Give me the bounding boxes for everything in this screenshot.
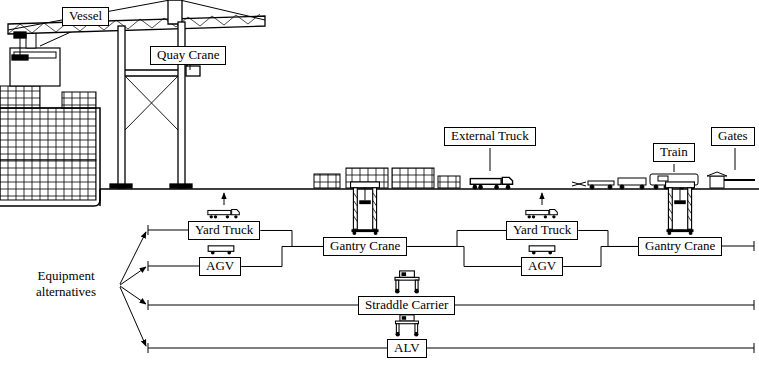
equipment-box: Straddle Carrier	[358, 296, 455, 315]
bracket-connector	[407, 246, 521, 266]
box-text: Quay Crane	[157, 48, 219, 63]
quay-wall	[99, 189, 101, 206]
box-text: Gantry Crane	[645, 239, 715, 254]
box-text: AGV	[206, 259, 234, 274]
equipment-box: Yard Truck	[506, 221, 578, 240]
box-text: Vessel	[69, 9, 102, 24]
callout-box: Gates	[711, 127, 755, 146]
transfer-arrow	[542, 193, 543, 205]
container-stacks	[314, 168, 460, 188]
callout-box: Vessel	[62, 7, 109, 26]
bracket-connector	[563, 246, 638, 266]
callout-box: Quay Crane	[150, 46, 226, 65]
equipment-box: Yard Truck	[188, 221, 260, 240]
agv-icon	[208, 246, 234, 255]
external-truck-icon	[470, 177, 512, 189]
box-text: ALV	[394, 341, 420, 356]
yard-truck-icon	[526, 210, 557, 219]
box-text: Yard Truck	[513, 223, 571, 238]
bracket-connector	[407, 230, 506, 246]
equipment-box: AGV	[199, 257, 241, 276]
vessel	[0, 26, 100, 206]
straddle-carrier-icon	[395, 271, 419, 294]
equipment-box: AGV	[521, 257, 563, 276]
callout-box: Train	[653, 143, 695, 162]
equipment-box: Gantry Crane	[323, 237, 407, 256]
box-text: Straddle Carrier	[365, 298, 448, 313]
equipment-box: Gantry Crane	[638, 237, 722, 256]
alv-icon	[396, 315, 419, 337]
agv-icon	[529, 246, 555, 255]
range-lines	[148, 225, 754, 353]
bracket-connector	[260, 230, 323, 246]
box-text: Gates	[718, 129, 748, 144]
box-text: AGV	[528, 259, 556, 274]
quay-crane	[8, 0, 265, 188]
box-text: External Truck	[451, 129, 529, 144]
bracket-connector	[578, 230, 638, 246]
bracket-connector	[241, 246, 323, 266]
leader-line	[490, 148, 491, 171]
box-text: Yard Truck	[195, 223, 253, 238]
callout-box: External Truck	[444, 127, 536, 146]
yard-truck-icon	[208, 210, 239, 219]
fan-arrows	[120, 232, 146, 346]
group-label: Equipment alternatives	[14, 268, 118, 299]
box-text: Train	[660, 145, 688, 160]
transfer-arrow	[224, 193, 225, 205]
equipment-box: ALV	[387, 339, 427, 358]
gate-house	[707, 148, 755, 188]
gantry-crane-icon	[666, 182, 695, 235]
box-text: Gantry Crane	[330, 239, 400, 254]
gantry-crane-icon	[351, 182, 380, 235]
